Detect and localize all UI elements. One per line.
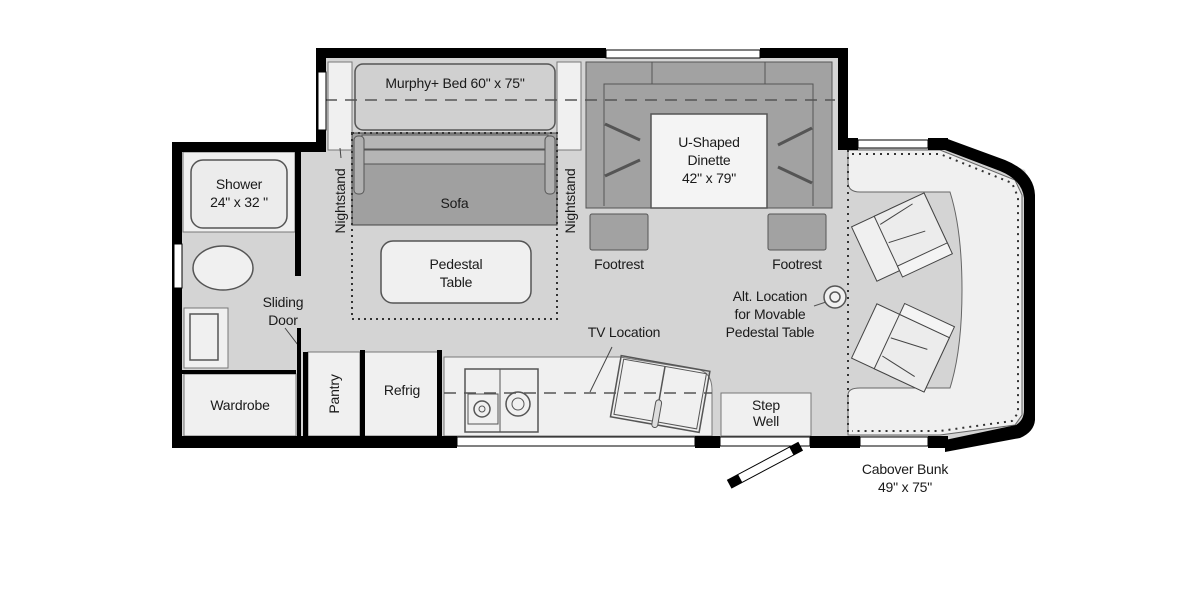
- refrig-label: Refrig: [383, 382, 421, 398]
- murphy-bed-label: Murphy+ Bed 60" x 75": [385, 75, 525, 91]
- dinette-label-line1: U-Shaped: [678, 134, 740, 150]
- footrest-right-label: Footrest: [772, 256, 822, 272]
- shower-label-line2: 24" x 32 ": [210, 194, 268, 210]
- nightstand-left-leader: [339, 147, 342, 159]
- footrest-left: [589, 213, 649, 251]
- shower: [190, 159, 288, 229]
- interior-walls: [178, 150, 442, 438]
- sliding-door-label-line1: Sliding: [262, 294, 304, 310]
- kitchen-sink: [609, 354, 711, 434]
- shower-label-line1: Shower: [215, 176, 263, 192]
- pantry-label: Pantry: [326, 374, 342, 414]
- stove: [464, 368, 539, 433]
- window-cab-top: [857, 139, 929, 149]
- sofa-label: Sofa: [440, 195, 469, 211]
- cabover-bunk-label: Cabover Bunk 49" x 75": [850, 460, 960, 496]
- burner-large-icon: [505, 391, 531, 417]
- pantry: [307, 351, 361, 437]
- nightstand-right-label: Nightstand: [562, 168, 578, 234]
- tv-leader: [589, 346, 613, 393]
- pedestal-table-label-line2: Table: [439, 274, 473, 290]
- alt-location-label-line3: Pedestal Table: [725, 324, 815, 340]
- wardrobe: [183, 373, 297, 437]
- cab-seat-passenger: [850, 302, 956, 393]
- dinette-label-line2: Dinette: [687, 152, 731, 168]
- nightstand-left: [327, 61, 353, 151]
- cabover-bunk-label-line1: Cabover Bunk: [861, 461, 949, 477]
- nightstand-right: [556, 61, 582, 151]
- refrigerator: [363, 351, 441, 437]
- step-well-label-line1: Step: [752, 397, 780, 413]
- alt-pedestal-location-icon: [813, 285, 847, 309]
- cab-area: [847, 149, 1023, 436]
- shower-label: Shower 24" x 32 ": [191, 175, 287, 211]
- alt-location-label-line2: for Movable: [734, 306, 806, 322]
- murphy-bed: [354, 63, 556, 131]
- windows: [173, 49, 929, 447]
- window-entry: [719, 436, 811, 447]
- dinette-label: U-Shaped Dinette 42" x 79": [651, 133, 767, 187]
- step-well-label: Step Well: [721, 397, 811, 429]
- entry-door: [726, 441, 804, 489]
- pedestal-table-label-line1: Pedestal: [429, 256, 483, 272]
- galley-counter: [443, 354, 713, 437]
- step-well-label-line2: Well: [752, 413, 780, 429]
- bathroom: [182, 151, 296, 369]
- sink-vanity: [183, 307, 229, 369]
- window-galley: [456, 436, 696, 447]
- step-well: [720, 392, 812, 437]
- wardrobe-label: Wardrobe: [210, 397, 270, 413]
- alt-location-label: Alt. Location for Movable Pedestal Table: [715, 287, 825, 341]
- cab-seat-driver: [850, 192, 954, 282]
- cabover-bunk-label-line2: 49" x 75": [877, 479, 933, 495]
- window-cab-bottom: [859, 436, 929, 447]
- burner-small-icon: [473, 400, 491, 418]
- footrest-left-label: Footrest: [594, 256, 644, 272]
- u-shaped-dinette: [585, 61, 833, 209]
- sliding-door-label-line2: Door: [268, 312, 298, 328]
- sofa-bed-outline: [351, 132, 558, 320]
- nightstand-left-label: Nightstand: [332, 168, 348, 234]
- pedestal-table: [380, 240, 532, 304]
- alt-location-label-line1: Alt. Location: [732, 288, 808, 304]
- window-top: [605, 49, 761, 59]
- sofa: [351, 132, 558, 226]
- tv-location-label: TV Location: [587, 324, 661, 340]
- sliding-door-label: Sliding Door: [248, 293, 318, 329]
- toilet-icon: [192, 245, 254, 291]
- window-bath: [173, 243, 183, 289]
- sliding-door-leader: [284, 327, 299, 346]
- window-rear-bedroom: [317, 71, 327, 131]
- dinette-label-line3: 42" x 79": [681, 170, 737, 186]
- pedestal-table-label: Pedestal Table: [381, 255, 531, 291]
- footrest-right: [767, 213, 827, 251]
